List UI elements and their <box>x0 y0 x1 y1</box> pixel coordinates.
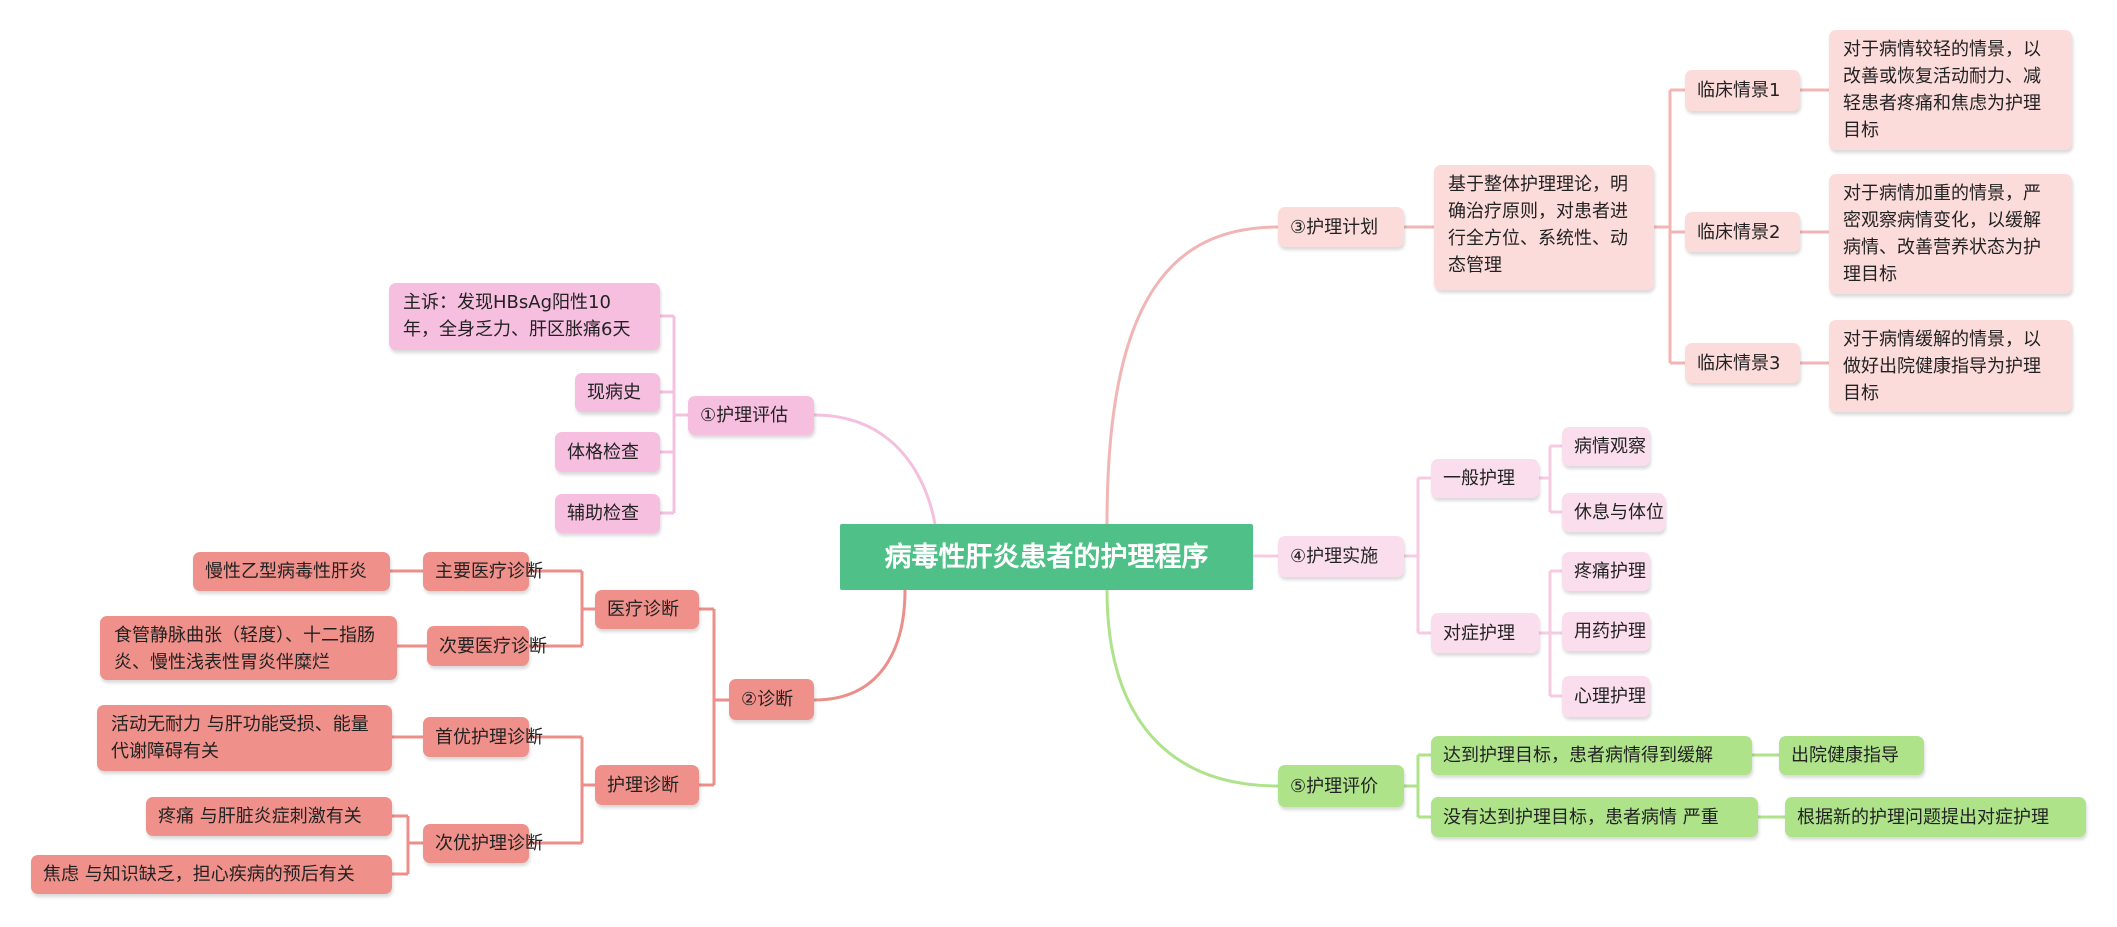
clinical-scenario-3[interactable]: 临床情景3 <box>1685 343 1800 383</box>
clinical-scenario-1-detail[interactable]: 对于病情较轻的情景，以改善或恢复活动耐力、减轻患者疼痛和焦虑为护理目标 <box>1829 30 2072 150</box>
pain-care[interactable]: 疼痛护理 <box>1562 552 1650 591</box>
rest-and-position[interactable]: 休息与体位 <box>1562 493 1665 532</box>
outcome-goal-not-met[interactable]: 没有达到护理目标，患者病情 严重 <box>1431 797 1758 837</box>
clinical-scenario-2-detail[interactable]: 对于病情加重的情景，严密观察病情变化，以缓解病情、改善营养状态为护理目标 <box>1829 174 2072 294</box>
clinical-scenario-1[interactable]: 临床情景1 <box>1685 70 1800 111</box>
secondary-medical-diagnosis-detail[interactable]: 食管静脉曲张（轻度）、十二指肠炎、慢性浅表性胃炎伴糜烂 <box>100 616 397 680</box>
branch-plan[interactable]: ③护理计划 <box>1278 207 1404 247</box>
branch-evaluation[interactable]: ⑤护理评价 <box>1278 765 1404 807</box>
psychological-care[interactable]: 心理护理 <box>1562 676 1650 717</box>
medical-diagnosis[interactable]: 医疗诊断 <box>595 590 699 629</box>
assessment-chief-complaint[interactable]: 主诉：发现HBsAg阳性10年，全身乏力、肝区胀痛6天 <box>389 283 660 350</box>
condition-observation[interactable]: 病情观察 <box>1562 427 1650 466</box>
primary-medical-diagnosis-detail[interactable]: 慢性乙型病毒性肝炎 <box>193 552 390 591</box>
outcome-goal-met[interactable]: 达到护理目标，患者病情得到缓解 <box>1431 736 1752 775</box>
symptomatic-care[interactable]: 对症护理 <box>1431 613 1539 653</box>
branch-assessment[interactable]: ①护理评估 <box>688 396 814 435</box>
assessment-present-history[interactable]: 现病史 <box>575 373 660 412</box>
first-nursing-diagnosis[interactable]: 首优护理诊断 <box>423 717 543 757</box>
second-nursing-diagnosis[interactable]: 次优护理诊断 <box>423 824 543 863</box>
discharge-health-guidance[interactable]: 出院健康指导 <box>1779 736 1924 775</box>
branch-implementation[interactable]: ④护理实施 <box>1278 536 1404 577</box>
primary-medical-diagnosis[interactable]: 主要医疗诊断 <box>423 552 543 591</box>
clinical-scenario-3-detail[interactable]: 对于病情缓解的情景，以做好出院健康指导为护理目标 <box>1829 320 2072 412</box>
nursing-diagnosis[interactable]: 护理诊断 <box>595 765 699 805</box>
medication-care[interactable]: 用药护理 <box>1562 612 1650 651</box>
central-topic[interactable]: 病毒性肝炎患者的护理程序 <box>840 524 1253 590</box>
first-nursing-diagnosis-detail[interactable]: 活动无耐力 与肝功能受损、能量代谢障碍有关 <box>97 705 392 771</box>
general-care[interactable]: 一般护理 <box>1431 459 1539 498</box>
plan-summary[interactable]: 基于整体护理理论，明确治疗原则，对患者进行全方位、系统性、动态管理 <box>1434 165 1654 290</box>
clinical-scenario-2[interactable]: 临床情景2 <box>1685 212 1800 252</box>
second-nursing-diagnosis-pain[interactable]: 疼痛 与肝脏炎症刺激有关 <box>146 797 392 836</box>
assessment-auxiliary-exam[interactable]: 辅助检查 <box>555 494 660 533</box>
assessment-physical-exam[interactable]: 体格检查 <box>555 432 660 472</box>
branch-diagnosis[interactable]: ②诊断 <box>729 679 814 720</box>
new-symptomatic-care[interactable]: 根据新的护理问题提出对症护理 <box>1785 797 2086 837</box>
second-nursing-diagnosis-anxiety[interactable]: 焦虑 与知识缺乏，担心疾病的预后有关 <box>31 855 392 894</box>
secondary-medical-diagnosis[interactable]: 次要医疗诊断 <box>427 626 547 666</box>
